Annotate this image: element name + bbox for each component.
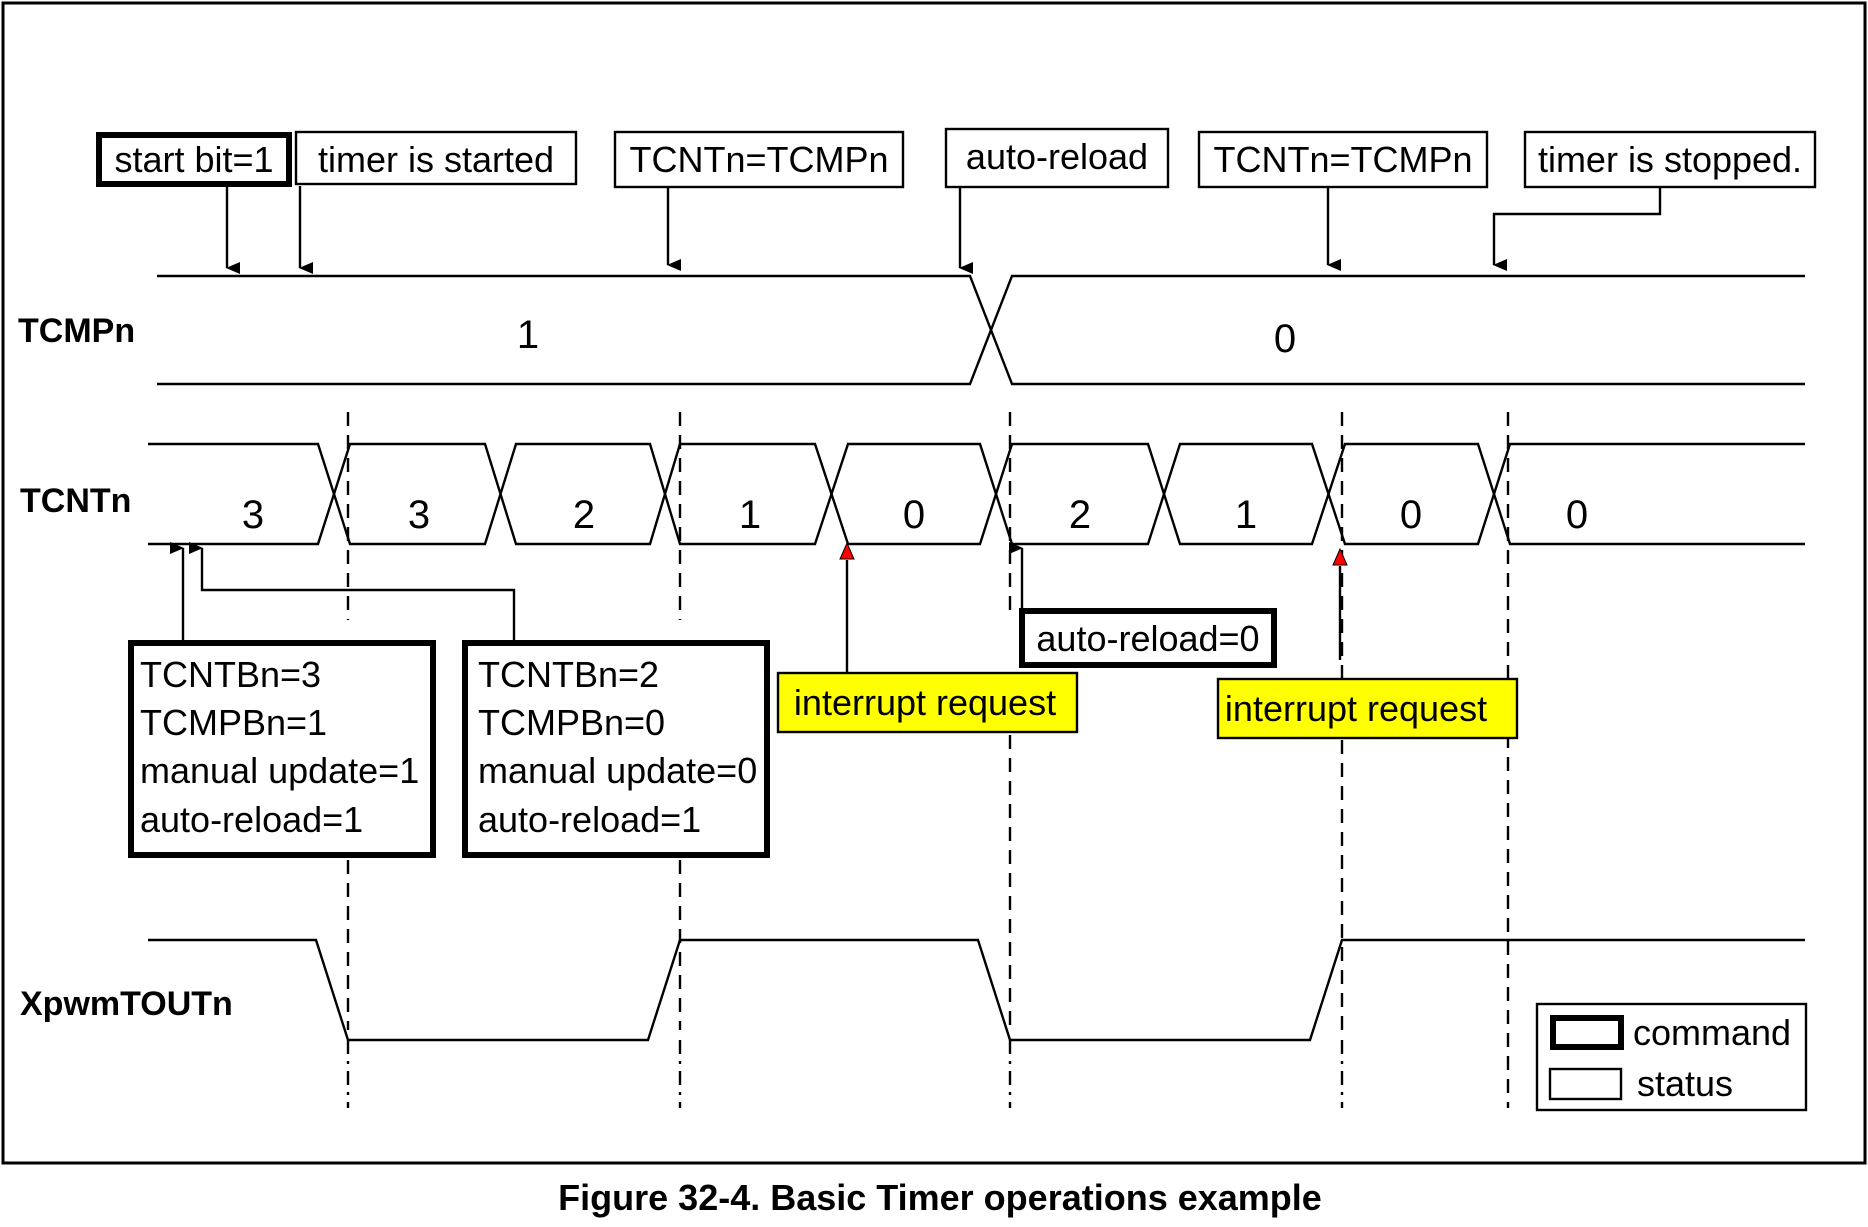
interrupt-arrow-head-1 (839, 541, 855, 560)
start-bit-box (96, 132, 292, 187)
tcnt-waveform (148, 442, 1805, 546)
command-box-2-line: TCMPBn=0 (478, 702, 665, 743)
command-box-2-line: manual update=0 (478, 750, 757, 791)
command-box-2-line: TCNTBn=2 (478, 654, 659, 695)
match-box-2 (1197, 130, 1489, 189)
tcnt-value: 3 (242, 493, 264, 537)
command-box-2 (462, 640, 770, 858)
tcnt-value: 0 (1400, 493, 1422, 537)
interrupt-request-label-1: interrupt request (794, 682, 1056, 723)
figure-frame (1, 1, 1867, 1165)
tcmp-waveform (157, 274, 1805, 386)
command-box-1 (128, 640, 436, 858)
tcnt-value: 2 (573, 493, 595, 537)
tcnt-value: 1 (1235, 493, 1257, 537)
command-box-1-line: TCNTBn=3 (140, 654, 321, 695)
legend-status-swatch (1548, 1067, 1623, 1101)
command-box-1-line: TCMPBn=1 (140, 702, 327, 743)
tcnt-value: 3 (408, 493, 430, 537)
timer-stopped-label: timer is stopped. (1538, 139, 1802, 180)
tout-waveform (148, 938, 1805, 1042)
timing-markers (346, 412, 1510, 1108)
signal-label-tout: XpwmTOUTn (20, 985, 233, 1023)
timer-started-box (294, 130, 578, 186)
auto-reload-zero-label: auto-reload=0 (1036, 618, 1259, 659)
command-box-2-line: auto-reload=1 (478, 799, 701, 840)
tcmp-value: 0 (1274, 317, 1296, 361)
match-label-1: TCNTn=TCMPn (629, 139, 888, 180)
interrupt-request-box-2 (1216, 677, 1519, 740)
auto-reload-zero-box (1019, 608, 1277, 668)
figure-caption: Figure 32-4. Basic Timer operations exam… (558, 1177, 1322, 1218)
command-arrows (170, 542, 516, 642)
tcnt-value: 2 (1069, 493, 1091, 537)
timer-stopped-box (1523, 130, 1817, 189)
command-box-1-line: auto-reload=1 (140, 799, 363, 840)
tcnt-value: 0 (1566, 493, 1588, 537)
interrupt-request-box-1 (776, 671, 1079, 734)
interrupt-arrow-head-2 (1332, 547, 1348, 566)
tcmp-value: 1 (517, 313, 539, 357)
legend-command-label: command (1633, 1012, 1791, 1053)
tcnt-value: 0 (903, 493, 925, 537)
match-box-1 (613, 130, 905, 189)
legend-command-swatch (1550, 1015, 1624, 1050)
interrupt-request-label-2: interrupt request (1225, 688, 1487, 729)
auto-reload-label: auto-reload (966, 136, 1148, 177)
auto-reload-box (944, 127, 1170, 189)
tcnt-value: 1 (739, 493, 761, 537)
start-bit-label: start bit=1 (114, 139, 273, 180)
match-label-2: TCNTn=TCMPn (1213, 139, 1472, 180)
top-arrows (225, 186, 1662, 274)
signal-label-tcmp: TCMPn (18, 312, 135, 350)
command-box-1-line: manual update=1 (140, 750, 419, 791)
timer-started-label: timer is started (318, 139, 554, 180)
signal-label-tcnt: TCNTn (20, 482, 131, 520)
legend-status-label: status (1637, 1063, 1733, 1104)
